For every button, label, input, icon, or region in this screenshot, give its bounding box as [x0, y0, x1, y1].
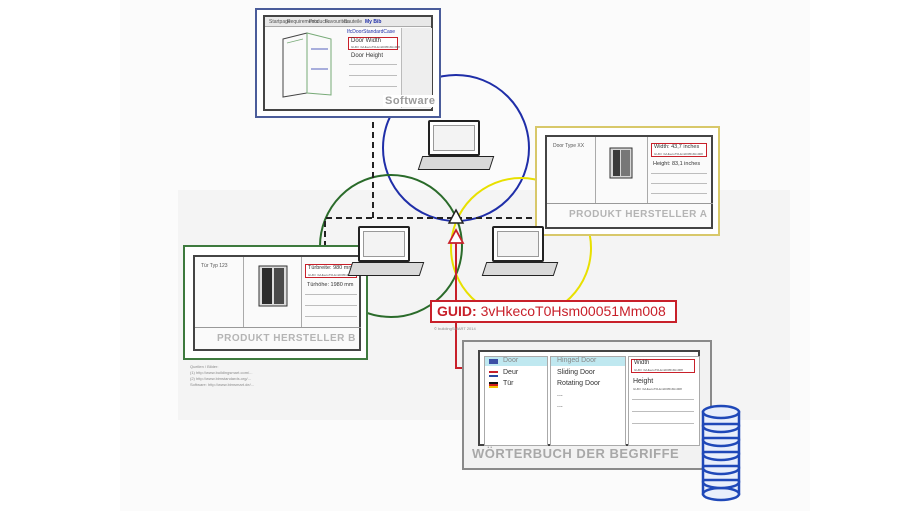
property-column: Width GUID: 3vHkecoT0Hsm00051Mm008 Heigh…: [628, 356, 700, 446]
menu-item[interactable]: Requirements: [287, 19, 319, 25]
woerterbuch-label: WÖRTERBUCH DER BEGRIFFE: [472, 446, 680, 461]
divider: [651, 173, 707, 174]
class-title: IfcDoorStandardCase: [347, 29, 396, 35]
produkt-a-panel: Door Type XX Width: 43,7 inches GUID: 3v…: [535, 126, 720, 236]
door-type[interactable]: Rotating Door: [557, 380, 601, 387]
software-label: Software: [383, 95, 438, 107]
menu-item[interactable]: Startpage: [269, 19, 291, 25]
laptop-icon: [417, 120, 495, 172]
dict-width: Width: [634, 360, 650, 366]
source-line: (1) http://www.buildingsmart.com/...: [190, 370, 253, 375]
software-window: Startpage Requirements Products Favourit…: [263, 15, 438, 111]
divider: [349, 86, 397, 87]
produkt-b-label: PRODUKT HERSTELLER B: [217, 333, 356, 344]
produkt-a-window: Door Type XX Width: 43,7 inches GUID: 3v…: [545, 135, 713, 229]
produkt-a-width: Width: 43,7 inches: [654, 144, 700, 150]
produkt-b-window: Tür Typ 123 Türbreite: 980 mm GUID: 3vHk…: [193, 255, 361, 351]
lang-column: Door Deur Tür: [484, 356, 548, 446]
software-panel: Startpage Requirements Products Favourit…: [255, 8, 441, 118]
door-width-field[interactable]: Door Width GUID: 3vHkecoT0Hsm00051Mm008: [348, 37, 400, 50]
divider: [349, 64, 397, 65]
divider: [651, 193, 707, 194]
produkt-a-width-guid: GUID: 3vHkecoT0Hsm00051Mm008: [654, 152, 703, 156]
software-side-panel: [401, 28, 432, 108]
door-type[interactable]: ...: [557, 402, 563, 409]
tab-my-bib[interactable]: My Bib: [365, 19, 382, 25]
guid-value: 3vHkecoT0Hsm00051Mm008: [480, 303, 666, 319]
produkt-b-title: Tür Typ 123: [201, 263, 228, 269]
menu-item[interactable]: Products: [309, 19, 329, 25]
door-type[interactable]: ...: [557, 391, 563, 398]
produkt-a-title: Door Type XX: [553, 143, 585, 149]
dict-width-field[interactable]: Width GUID: 3vHkecoT0Hsm00051Mm008: [631, 359, 695, 373]
door-photo: [609, 147, 633, 179]
woerterbuch-panel: Door Deur Tür Hinged Door Sliding Door R…: [462, 340, 712, 470]
lang-word: Tür: [503, 380, 514, 387]
dashed-link-produkt-b: [324, 217, 373, 267]
produkt-b-width-guid: GUID: 3vHkecoT0Hsm00051Mm008: [308, 273, 357, 277]
source-line: Quellen / Bilder:: [190, 364, 219, 369]
produkt-b-col-divider: [243, 257, 244, 327]
red-arrowhead-up: [447, 228, 465, 244]
door-photo: [258, 265, 288, 307]
dict-height-guid: GUID: 3vHkecoT0Hsm00051Mm008: [633, 387, 682, 391]
produkt-a-width-field[interactable]: Width: 43,7 inches GUID: 3vHkecoT0Hsm000…: [651, 143, 707, 157]
divider: [349, 75, 397, 76]
divider: [632, 399, 694, 400]
menu-item[interactable]: Favourites: [325, 19, 349, 25]
door-drawing: [282, 32, 332, 98]
divider: [632, 423, 694, 424]
menu-item[interactable]: Bauteile: [344, 19, 363, 25]
dict-width-guid: GUID: 3vHkecoT0Hsm00051Mm008: [634, 368, 683, 372]
type-row-selected[interactable]: [551, 357, 625, 366]
laptop-icon: [347, 226, 425, 278]
produkt-a-col-divider: [595, 137, 596, 203]
nl-flag-icon: [489, 371, 498, 377]
divider: [305, 305, 357, 306]
divider: [651, 183, 707, 184]
door-type[interactable]: Hinged Door: [557, 357, 597, 364]
database-icon: [701, 404, 741, 502]
de-flag-icon: [489, 382, 498, 388]
produkt-a-height: Height: 83,1 inches: [653, 161, 701, 167]
arrowhead-up-center: [447, 208, 465, 224]
woerterbuch-window: Door Deur Tür Hinged Door Sliding Door R…: [478, 350, 700, 446]
door-width-guid: GUID: 3vHkecoT0Hsm00051Mm008: [351, 45, 400, 49]
divider: [547, 203, 713, 204]
divider: [305, 316, 357, 317]
source-line: (2) http://www.bimstandards.org/...: [190, 376, 251, 381]
produkt-b-height: Türhöhe: 1980 mm: [307, 282, 354, 288]
divider: [195, 327, 361, 328]
dict-height: Height: [633, 378, 654, 385]
produkt-b-col-divider: [301, 257, 302, 327]
uk-flag-icon: [489, 359, 498, 364]
source-line: Software: http://www.bimsmart.de/...: [190, 382, 255, 387]
produkt-a-col-divider: [647, 137, 648, 203]
lang-word: Door: [503, 357, 519, 364]
guid-prefix: GUID:: [437, 303, 477, 319]
produkt-b-panel: Tür Typ 123 Türbreite: 980 mm GUID: 3vHk…: [183, 245, 368, 360]
lang-word: Deur: [503, 369, 519, 376]
door-width-label: Door Width: [351, 38, 382, 44]
divider: [305, 294, 357, 295]
software-menubar: [265, 17, 431, 27]
guid-label: GUID: 3vHkecoT0Hsm00051Mm008: [430, 300, 677, 323]
produkt-a-label: PRODUKT HERSTELLER A: [569, 209, 708, 220]
lang-row-selected[interactable]: [485, 357, 547, 366]
laptop-icon: [481, 226, 559, 278]
copyright-note: © buildingSMART 2014: [434, 326, 476, 331]
produkt-b-width: Türbreite: 980 mm: [308, 265, 353, 271]
door-height-label: Door Height: [351, 53, 384, 59]
type-column: Hinged Door Sliding Door Rotating Door .…: [550, 356, 626, 446]
divider: [632, 411, 694, 412]
door-type[interactable]: Sliding Door: [557, 369, 596, 376]
